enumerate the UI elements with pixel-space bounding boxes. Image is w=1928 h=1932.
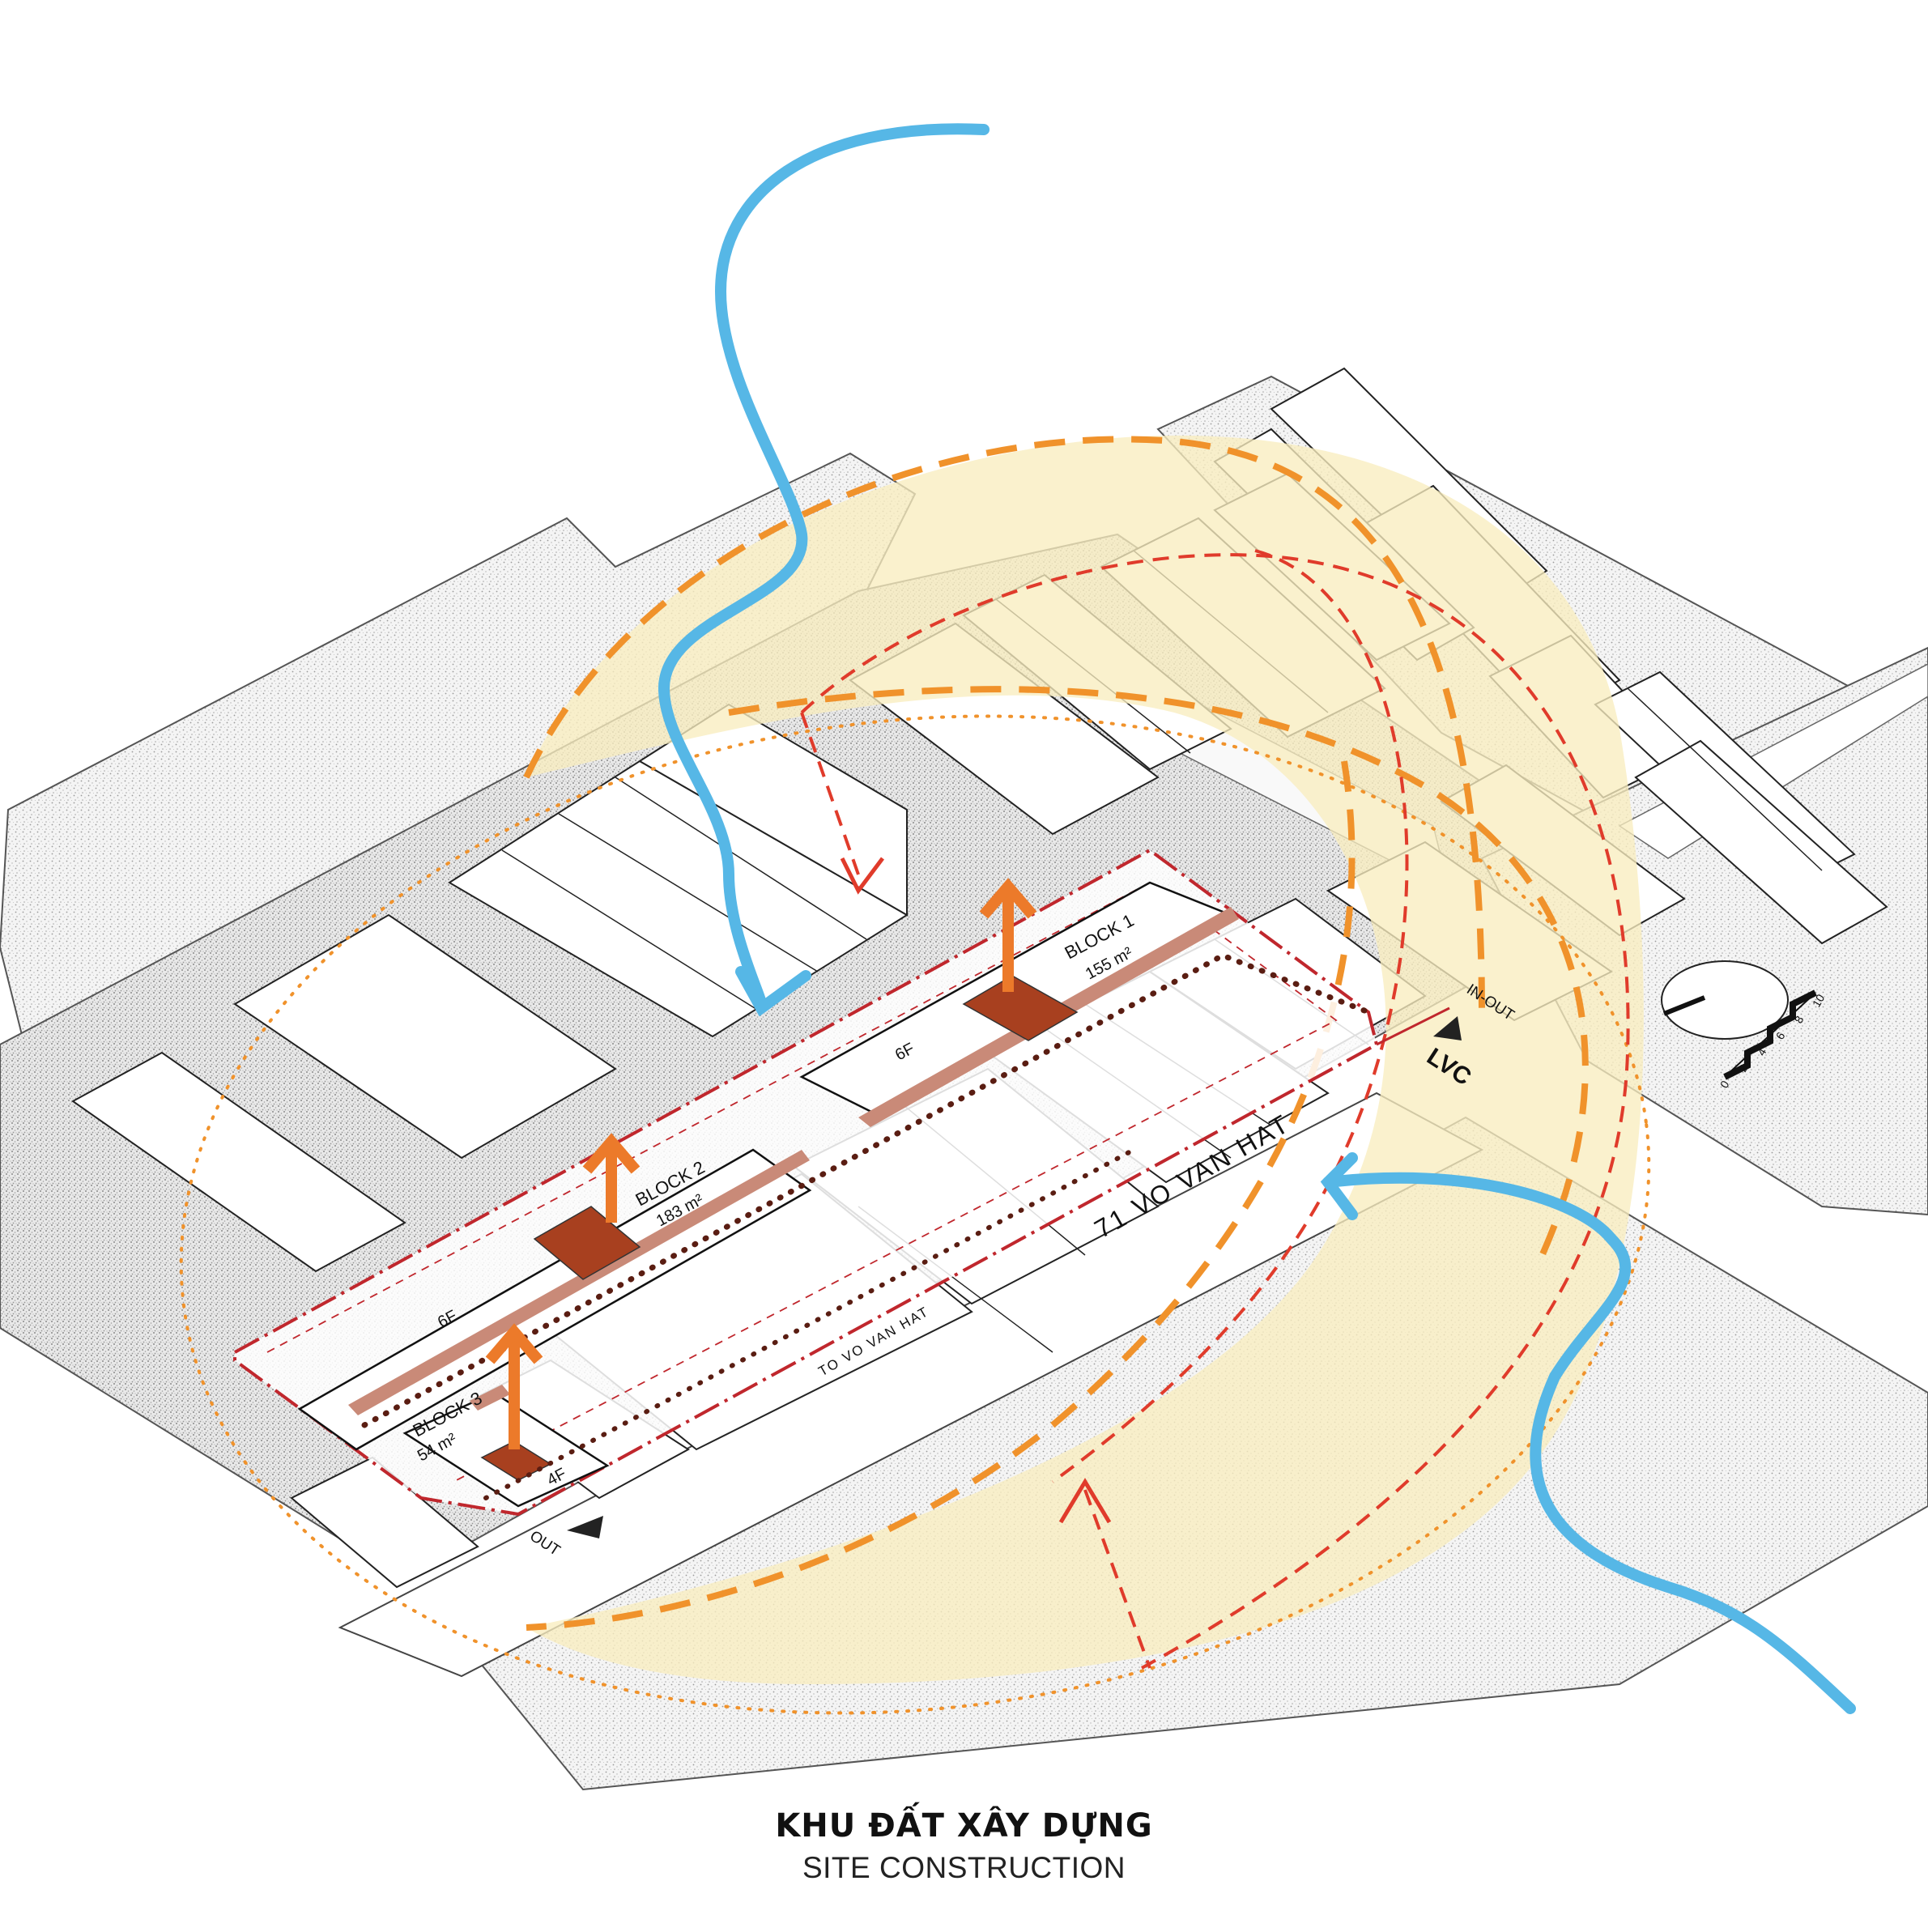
block-1-height-arrow-head [979,878,1037,919]
wind-arrow-north [658,123,990,1010]
sun-path-arc-upper [523,436,1485,1013]
scale-tick-10: 10 [1810,992,1828,1010]
setback-line [266,881,1338,1483]
block-2-core [533,1206,641,1280]
entry-markers [567,1006,1462,1538]
shade-arrowhead-top [840,857,884,895]
shade-arc-2 [1051,549,1409,1483]
north-arrow-icon [1661,960,1789,1040]
wind-arrow-south [1322,1172,1856,1714]
page-subtitle: SITE CONSTRUCTION [802,1851,1126,1884]
shade-line-up [800,712,860,875]
building-w2 [233,913,617,1160]
sun-path-arcs [179,436,1651,1715]
triangle-marker-icon [1433,1016,1462,1040]
wind-arrows [658,123,1856,1714]
sun-path-arc-lower [526,760,1356,1631]
sun-path-arc-mid [728,686,1589,1265]
block-2-balcony [348,1150,810,1415]
triangle-marker-icon-out [567,1516,603,1538]
page-title: KHU ĐẤT XÂY DỰNG [775,1807,1153,1845]
block-3-balcony [470,1385,510,1411]
height-arrows [485,878,1037,1449]
block-2-height-arrow-head [582,1133,641,1174]
building-w3 [71,1051,406,1273]
site [233,848,1379,1517]
sun-zone-fill [526,435,1644,1684]
building-n6 [1634,739,1888,945]
internal-walkway-dotted-2 [483,1147,1136,1500]
block-1-core [962,975,1079,1041]
sun-zone [526,435,1644,1684]
shade-arc-1 [800,553,1630,1670]
shade-line-down [1083,1489,1151,1669]
sun-orbit-dotted [179,714,1651,1715]
internal-walkway-dotted [361,952,1372,1428]
wind-arrow-north-head [735,966,811,1017]
block-3-height-arrow-head [485,1323,543,1364]
shade-arrowhead-bottom [1058,1478,1112,1524]
wind-arrow-south-head [1320,1152,1358,1220]
building-s5 [290,1456,479,1589]
